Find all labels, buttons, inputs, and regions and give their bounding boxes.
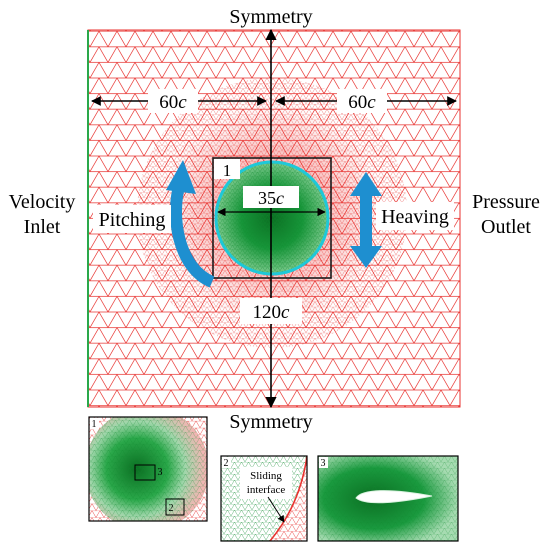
pitching-arrow [166, 160, 215, 288]
sliding-interface-line [269, 456, 307, 541]
inset-1-zoom-box-3 [134, 464, 156, 481]
left-dimension-label: 60c [159, 92, 187, 113]
right-dimension-label: 60c [348, 92, 376, 113]
inset-3-number: 3 [321, 458, 326, 469]
heaving-arrow [350, 172, 382, 268]
region-1-tag [214, 159, 240, 179]
region-1-label: 1 [223, 161, 232, 180]
diameter-label: 35c [258, 188, 284, 208]
inset-2-pointer [267, 496, 285, 523]
bottom-dimension-label: 120c [253, 302, 291, 323]
top-boundary-label: Symmetry [229, 6, 312, 28]
inset-1-sub-label-3: 3 [158, 467, 163, 478]
bottom-dimension-box [240, 298, 302, 324]
outlet-label-line1: Pressure [472, 191, 540, 213]
inset-1: 1 3 2 [88, 416, 208, 522]
inset-1-zoom-box-2 [165, 498, 185, 516]
inset-2-number: 2 [224, 458, 229, 469]
airfoil [355, 490, 433, 504]
heaving-box [376, 202, 454, 230]
inlet-label-line1: Velocity [9, 191, 76, 213]
pitching-label: Pitching [99, 209, 166, 231]
inset-2: 2 Sliding interface [220, 455, 308, 542]
inset-1-sub-label-2: 2 [169, 503, 174, 514]
diameter-dimension: 35c [217, 186, 326, 217]
inlet-label-line2: Inlet [24, 216, 61, 238]
inset-3: 3 [317, 455, 459, 542]
outlet-label-line2: Outlet [481, 216, 531, 238]
right-dimension: 60c [275, 89, 457, 113]
pitching-box [93, 205, 171, 233]
heaving-label: Heaving [381, 206, 449, 228]
inset-2-annotation-line2: interface [247, 484, 286, 496]
left-dimension: 60c [91, 89, 267, 113]
inset-2-annotation-line1: Sliding [250, 470, 282, 482]
inset-1-number: 1 [92, 419, 97, 430]
bottom-boundary-label: Symmetry [229, 411, 312, 433]
